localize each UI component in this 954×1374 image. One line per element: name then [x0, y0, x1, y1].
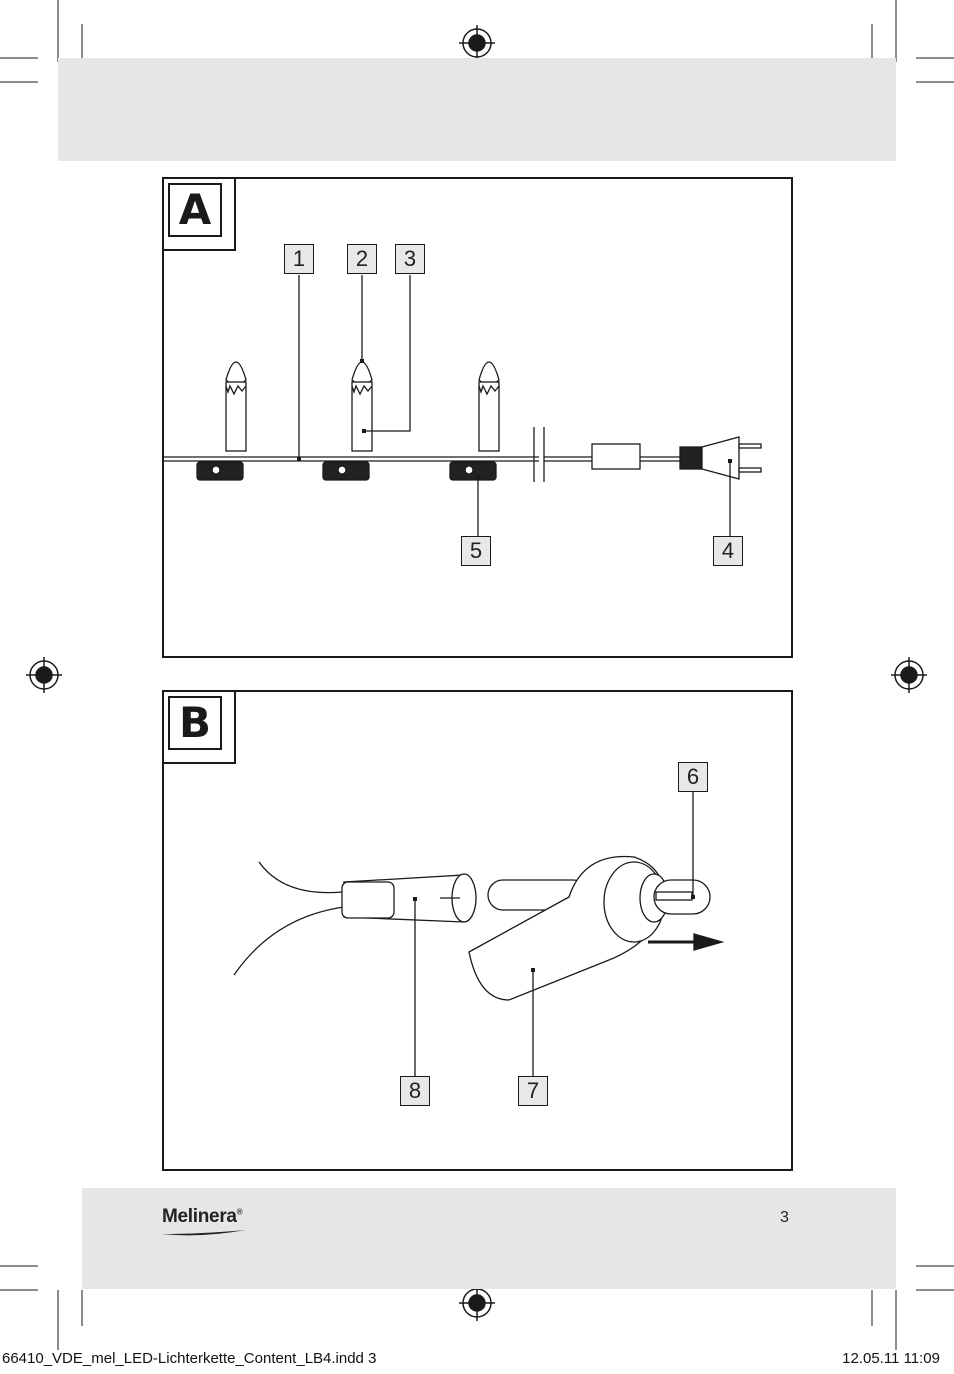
registration-mark-right: [891, 657, 927, 693]
callout-3: 3: [395, 244, 425, 274]
figure-a-label: A: [168, 183, 222, 237]
candle-3: [449, 361, 500, 481]
figure-b-drawing: [233, 792, 725, 1077]
plug: [679, 436, 762, 480]
transformer-box: [591, 443, 641, 470]
callout-5: 5: [461, 536, 491, 566]
callout-8: 8: [400, 1076, 430, 1106]
callout-1: 1: [284, 244, 314, 274]
callout-7: 7: [518, 1076, 548, 1106]
registration-mark-bottom: [459, 1285, 495, 1321]
figure-a-drawing: [164, 275, 762, 536]
print-date-time: 12.05.11 11:09: [842, 1350, 940, 1367]
candle-1: [196, 361, 247, 481]
figure-a-panel: A 1 2 3 4 5: [162, 177, 793, 658]
registration-mark-top: [459, 25, 495, 61]
header-band: [58, 58, 896, 161]
candle-2: [322, 361, 373, 481]
brand-registered-mark: ®: [236, 1207, 243, 1217]
figure-a-label-frame: A: [164, 179, 236, 251]
figure-b-label-frame: B: [164, 692, 236, 764]
footer-band: [82, 1188, 896, 1289]
brand-name: Melinera: [162, 1206, 237, 1227]
callout-4: 4: [713, 536, 743, 566]
registration-mark-left: [26, 657, 62, 693]
callout-6: 6: [678, 762, 708, 792]
print-file-name: 66410_VDE_mel_LED-Lichterkette_Content_L…: [2, 1350, 377, 1367]
figure-b-label: B: [168, 696, 222, 750]
brand-logo: Melinera®: [162, 1206, 243, 1228]
brand-swoosh-icon: [162, 1230, 246, 1236]
page-number: 3: [780, 1209, 789, 1226]
figure-b-panel: B 6 7 8: [162, 690, 793, 1171]
callout-2: 2: [347, 244, 377, 274]
